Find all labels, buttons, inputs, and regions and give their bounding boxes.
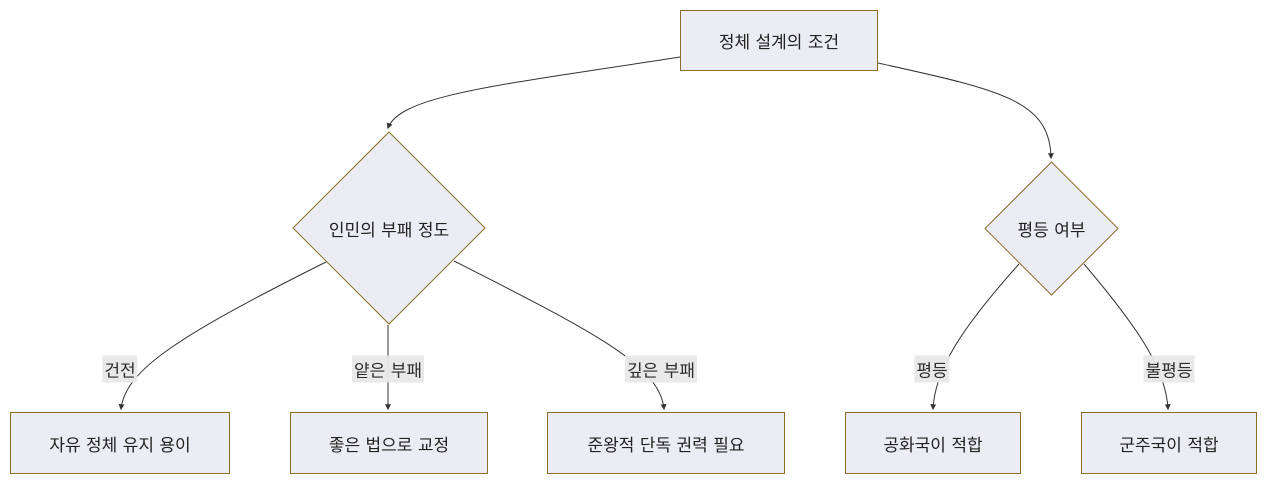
decision-corruption-label: 인민의 부패 정도 xyxy=(328,220,450,241)
node-root-label: 정체 설계의 조건 xyxy=(718,33,840,53)
edge-label-unequal: 불평등 xyxy=(1143,355,1195,383)
decision-equality: 평등 여부 xyxy=(984,161,1119,296)
edge-label-equal: 평등 xyxy=(914,355,950,383)
decision-equality-shape xyxy=(984,161,1119,296)
decision-corruption-shape xyxy=(292,131,486,325)
node-quasi-royal: 준왕적 단독 권력 필요 xyxy=(547,412,785,474)
node-good-laws-label: 좋은 법으로 교정 xyxy=(328,435,450,456)
decision-corruption: 인민의 부패 정도 xyxy=(292,131,486,325)
edge-equality-republic xyxy=(930,263,1020,411)
node-good-laws: 좋은 법으로 교정 xyxy=(290,412,488,474)
edge-root-corruption xyxy=(386,56,681,130)
node-quasi-royal-label: 준왕적 단독 권력 필요 xyxy=(587,435,745,456)
node-republic: 공화국이 적합 xyxy=(845,412,1021,474)
node-root: 정체 설계의 조건 xyxy=(680,10,878,71)
edge-label-shallow: 얕은 부패 xyxy=(352,355,424,383)
edge-corruption-free xyxy=(118,261,327,411)
node-free-polity-label: 자유 정체 유지 용이 xyxy=(49,435,191,456)
decision-equality-label: 평등 여부 xyxy=(1017,221,1086,241)
node-monarchy-label: 군주국이 적합 xyxy=(1119,435,1219,456)
edge-label-sound: 건전 xyxy=(102,355,138,383)
edge-corruption-royal xyxy=(453,260,667,411)
node-republic-label: 공화국이 적합 xyxy=(883,435,983,456)
node-free-polity: 자유 정체 유지 용이 xyxy=(10,412,230,474)
node-monarchy: 군주국이 적합 xyxy=(1081,412,1257,474)
edge-root-equality xyxy=(877,62,1054,160)
edge-equality-monarchy xyxy=(1083,263,1171,411)
edge-label-deep: 깊은 부패 xyxy=(625,355,697,383)
